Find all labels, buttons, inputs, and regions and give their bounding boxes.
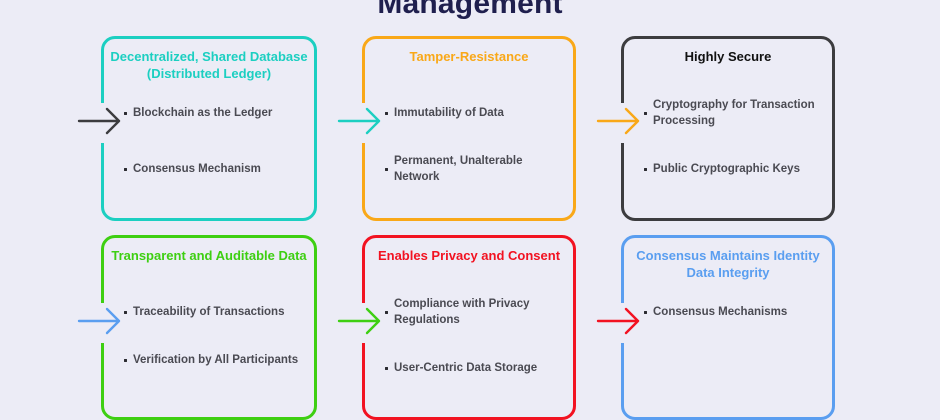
bullet-icon (385, 167, 388, 171)
arrow-right-icon (77, 106, 123, 136)
card-title: Consensus Maintains Identity Data Integr… (636, 248, 820, 280)
diagram-title: Management (377, 0, 563, 20)
card-decentralized-database: Decentralized, Shared Database (Distribu… (100, 36, 317, 221)
list-item: Cryptography for Transaction Processing (644, 97, 824, 129)
list-item: Consensus Mechanisms (644, 304, 824, 320)
arrow-right-icon (337, 106, 383, 136)
bullet-icon (124, 310, 127, 314)
list-item: Compliance with Privacy Regulations (385, 296, 565, 328)
list-item: Consensus Mechanism (124, 161, 306, 177)
card-highly-secure: Highly Secure Cryptography for Transacti… (620, 36, 835, 221)
list-item: Public Cryptographic Keys (644, 161, 824, 177)
list-item: Immutability of Data (385, 105, 565, 121)
card-tamper-resistance: Tamper-Resistance Immutability of Data P… (361, 36, 576, 221)
bullet-icon (124, 167, 127, 171)
arrow-right-icon (337, 306, 383, 336)
card-title: Enables Privacy and Consent (377, 248, 561, 263)
card-title: Decentralized, Shared Database (Distribu… (110, 49, 308, 81)
bullet-icon (124, 111, 127, 115)
card-identity-data-integrity: Consensus Maintains Identity Data Integr… (620, 235, 835, 420)
card-transparent-auditable: Transparent and Auditable Data Traceabil… (100, 235, 317, 420)
bullet-icon (644, 167, 647, 171)
card-privacy-consent: Enables Privacy and Consent Compliance w… (361, 235, 576, 420)
bullet-icon (385, 310, 388, 314)
card-title: Tamper-Resistance (409, 49, 529, 64)
arrow-right-icon (77, 306, 123, 336)
arrow-right-icon (596, 306, 642, 336)
card-title: Transparent and Auditable Data (111, 248, 307, 263)
list-item: Permanent, Unalterable Network (385, 153, 565, 185)
bullet-icon (124, 358, 127, 362)
list-item: User-Centric Data Storage (385, 360, 565, 376)
bullet-icon (385, 111, 388, 115)
bullet-icon (644, 310, 647, 314)
list-item: Traceability of Transactions (124, 304, 306, 320)
list-item: Blockchain as the Ledger (124, 105, 306, 121)
card-title: Highly Secure (684, 49, 772, 64)
arrow-right-icon (596, 106, 642, 136)
list-item: Verification by All Participants (124, 352, 306, 368)
bullet-icon (644, 111, 647, 115)
bullet-icon (385, 366, 388, 370)
